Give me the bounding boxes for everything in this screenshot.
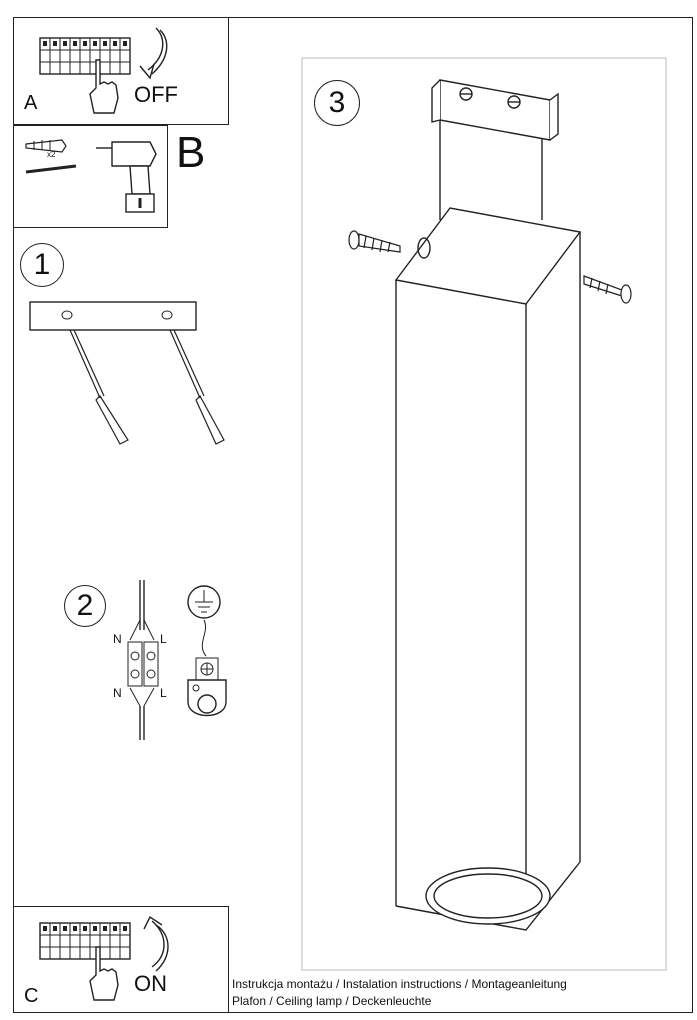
- page-frame: [13, 17, 693, 1013]
- lamp-body: [394, 207, 582, 931]
- terminal-block-icon: [127, 580, 159, 740]
- wall-plug-icon: [25, 139, 77, 174]
- arrow-up-icon: [143, 915, 169, 972]
- mounting-bracket: [431, 79, 559, 220]
- panel-b-letter: B: [176, 128, 206, 177]
- ceiling-lamp-drawing: [348, 79, 632, 931]
- terminal-n-top: N: [113, 632, 122, 646]
- step-1-badge: 1: [20, 243, 64, 287]
- caption-product-type: Plafon / Ceiling lamp / Deckenleuchte: [232, 994, 432, 1008]
- plug-count-label: x2: [47, 150, 56, 159]
- panel-b-tools: x2: [13, 125, 168, 228]
- panel-a-letter: A: [24, 92, 38, 114]
- terminal-l-bottom: L: [160, 686, 167, 700]
- panel-a-power-off: A OFF: [13, 17, 229, 125]
- hand-pointer-icon: [89, 59, 119, 114]
- ceiling-mount-bar: [29, 301, 225, 445]
- screw-left: [348, 230, 401, 253]
- step-3-badge: 3: [314, 80, 360, 126]
- panel-a-action: OFF: [134, 82, 178, 107]
- ground-symbol-icon: [187, 585, 221, 619]
- hand-pointer-icon: [89, 946, 119, 1001]
- screw-right: [583, 275, 632, 304]
- screw-with-plug-left: [69, 329, 129, 445]
- drill-icon: [96, 141, 157, 213]
- circuit-breaker-icon: [39, 37, 131, 75]
- arrow-down-icon: [139, 27, 168, 80]
- caption-instructions: Instrukcja montażu / Instalation instruc…: [232, 977, 567, 991]
- panel-c-action: ON: [134, 971, 167, 996]
- terminal-l-top: L: [160, 632, 167, 646]
- ground-terminal-icon: [187, 619, 227, 717]
- circuit-breaker-icon: [39, 922, 131, 960]
- terminal-n-bottom: N: [113, 686, 122, 700]
- panel-c-letter: C: [24, 985, 39, 1007]
- step-2-badge: 2: [64, 585, 106, 627]
- lamp-drawing-border: [301, 57, 667, 971]
- screw-with-plug-right: [169, 329, 225, 445]
- panel-c-power-on: C ON: [13, 906, 229, 1013]
